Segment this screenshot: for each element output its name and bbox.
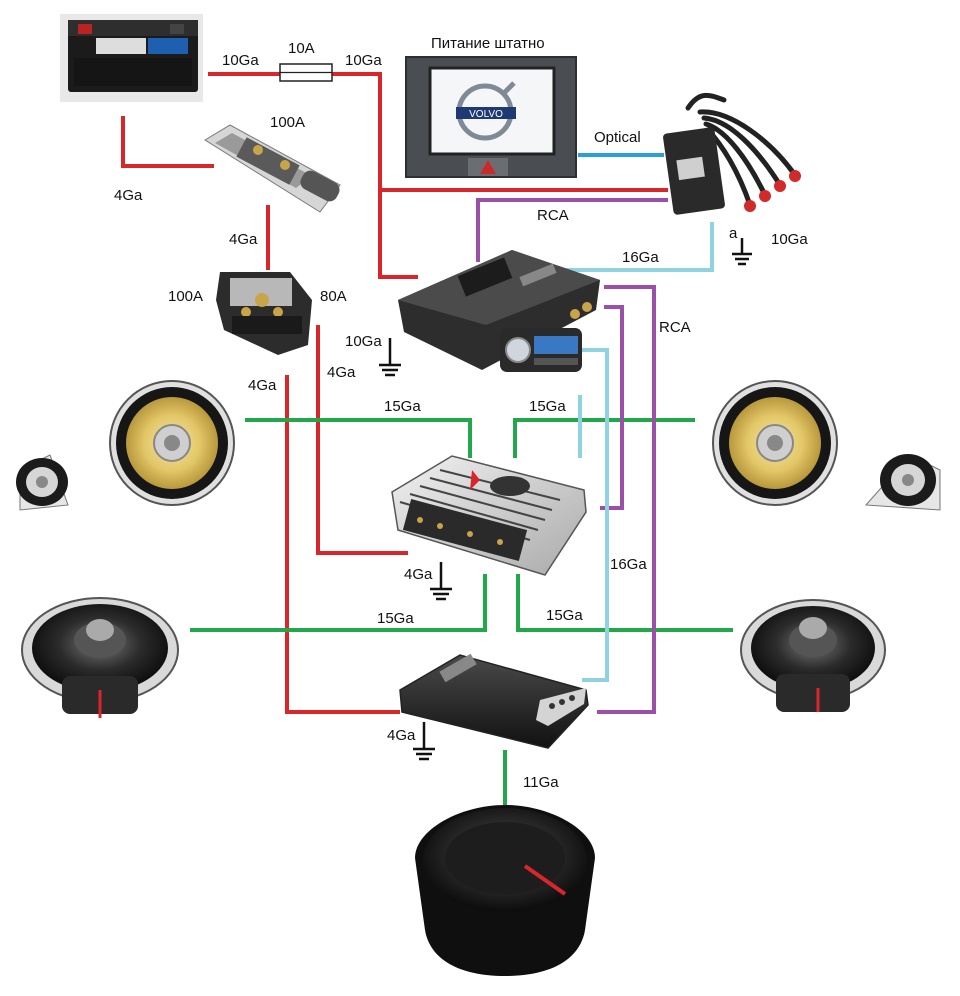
amplifier-icon bbox=[399, 653, 589, 749]
front-right-speaker-icon bbox=[712, 380, 838, 506]
remote-wire-converter-dsp bbox=[566, 222, 714, 272]
label-converter-ground-mark: a bbox=[729, 225, 738, 242]
speaker-wire-front-left bbox=[245, 418, 472, 458]
label-amp1-ground-gauge: 4Ga bbox=[404, 566, 433, 583]
front-right-tweeter-icon bbox=[864, 454, 941, 511]
power-wire-dist-amp2 bbox=[285, 375, 400, 714]
rca-wire-converter-dsp bbox=[476, 198, 668, 262]
rca-wire-dsp-amp2 bbox=[597, 285, 656, 714]
speaker-wire-rear-right bbox=[516, 574, 733, 632]
remote-wire-remote-amp2 bbox=[580, 348, 609, 682]
rca-converter-icon bbox=[663, 92, 801, 215]
label-dist-in-rating: 100A bbox=[168, 288, 203, 305]
ground-icon bbox=[413, 722, 435, 761]
rear-left-speaker-icon bbox=[21, 597, 179, 718]
ground-icon bbox=[732, 238, 752, 266]
head-unit-title: Питание штатно bbox=[431, 35, 545, 52]
ground-icon bbox=[430, 562, 452, 601]
power-wire-dist-amp1 bbox=[316, 325, 408, 555]
rca-wire-dsp-amp1 bbox=[600, 305, 624, 510]
wire-labels: Питание штатно 10Ga 10A 10Ga 100A 4Ga 4G… bbox=[114, 35, 808, 791]
speaker-wires bbox=[190, 418, 733, 805]
speaker-wire-front-right bbox=[513, 418, 695, 458]
label-dsp-ground-gauge: 10Ga bbox=[345, 333, 382, 350]
front-left-tweeter-icon bbox=[16, 454, 69, 511]
label-batt-right-gauge: 10Ga bbox=[345, 52, 382, 69]
rear-right-speaker-icon bbox=[740, 599, 886, 712]
subwoofer-icon bbox=[415, 805, 595, 976]
label-rear-right-gauge: 15Ga bbox=[546, 607, 583, 624]
dsp-icon bbox=[398, 250, 600, 370]
label-sub-gauge: 11Ga bbox=[523, 774, 559, 791]
rca-wires bbox=[476, 198, 668, 714]
label-converter-power-gauge: 16Ga bbox=[622, 249, 659, 266]
amplifier-icon bbox=[391, 455, 587, 576]
label-fuse-holder-rating: 100A bbox=[270, 114, 305, 131]
label-dist-to-amp1-gauge: 4Ga bbox=[327, 364, 356, 381]
front-left-speaker-icon bbox=[109, 380, 235, 506]
label-batt-to-fuse-gauge: 4Ga bbox=[114, 187, 143, 204]
volvo-screen-icon: VOLVO bbox=[405, 56, 577, 178]
label-rca-top: RCA bbox=[537, 207, 569, 224]
ground-icon bbox=[379, 338, 401, 377]
label-optical: Optical bbox=[594, 129, 641, 146]
label-converter-ground-gauge: 10Ga bbox=[771, 231, 808, 248]
label-fuse-rating: 10A bbox=[288, 40, 315, 57]
battery-icon bbox=[60, 14, 203, 102]
label-front-right-gauge: 15Ga bbox=[529, 398, 566, 415]
label-fuse-to-dist-gauge: 4Ga bbox=[229, 231, 258, 248]
label-amp2-ground-gauge: 4Ga bbox=[387, 727, 416, 744]
label-amp2-power-gauge: 16Ga bbox=[610, 556, 647, 573]
label-front-left-gauge: 15Ga bbox=[384, 398, 421, 415]
label-rear-left-gauge: 15Ga bbox=[377, 610, 414, 627]
distribution-block-icon bbox=[216, 272, 312, 355]
ground-symbols bbox=[379, 238, 752, 761]
label-dist-out-rating: 80A bbox=[320, 288, 347, 305]
power-wire-battery-holder bbox=[121, 116, 214, 168]
label-rca-right: RCA bbox=[659, 319, 691, 336]
label-dist-to-amp2-gauge: 4Ga bbox=[248, 377, 277, 394]
speaker-wire-rear-left bbox=[190, 574, 487, 632]
remote-icon bbox=[500, 328, 582, 372]
label-batt-left-gauge: 10Ga bbox=[222, 52, 259, 69]
anl-fuse-icon bbox=[204, 124, 341, 213]
svg-text:VOLVO: VOLVO bbox=[469, 109, 503, 120]
fuse-icon bbox=[279, 63, 333, 82]
power-wires bbox=[121, 72, 668, 714]
remote-wires bbox=[566, 222, 714, 682]
